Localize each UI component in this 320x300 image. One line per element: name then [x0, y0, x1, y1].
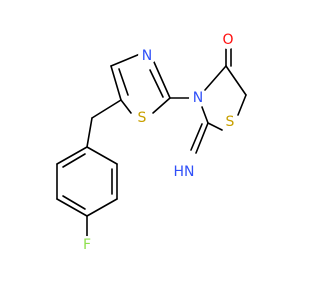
bond [86, 198, 118, 217]
double-bond-inner [62, 153, 86, 168]
bond [110, 65, 122, 101]
double-bond-inner [190, 123, 203, 151]
sulfur-label-thiazole: S [138, 110, 147, 126]
atom-labels: O N S N S HN F [78, 31, 239, 254]
thiazolidinone-ring [190, 47, 247, 154]
molecule-structure-diagram: O N S N S HN F [56, 31, 247, 254]
fluorine-label: F [83, 237, 91, 253]
bond [120, 99, 132, 114]
fluorophenyl-ring [56, 146, 118, 237]
atom-bg [219, 31, 237, 49]
bond [86, 146, 118, 165]
bond [204, 65, 227, 91]
atom-bg [78, 236, 96, 254]
sulfur-label-thiazolidinone: S [226, 114, 235, 130]
atom-bg [133, 109, 151, 127]
bond [56, 146, 88, 165]
imine-nh-label: HN [174, 164, 195, 180]
bond [207, 122, 223, 131]
bond [56, 198, 88, 217]
double-bond-inner [149, 69, 164, 98]
double-bond-inner [118, 68, 129, 96]
thiazole-ring [110, 53, 171, 114]
bond [110, 53, 141, 67]
atom-bg [138, 47, 156, 65]
nitrogen-label-ring: N [193, 90, 203, 106]
bond [153, 61, 171, 99]
bond [86, 117, 93, 148]
bond [195, 122, 209, 154]
bond [91, 99, 122, 119]
double-bond-inner [62, 195, 86, 210]
atom-bg [221, 113, 239, 131]
atom-bg [172, 163, 196, 179]
bond [201, 106, 209, 124]
bond [225, 65, 247, 96]
bond [152, 97, 171, 114]
atom-bg [189, 89, 207, 107]
oxygen-label: O [222, 32, 233, 48]
nitrogen-label-thiazole: N [142, 48, 152, 64]
bond [237, 94, 247, 116]
